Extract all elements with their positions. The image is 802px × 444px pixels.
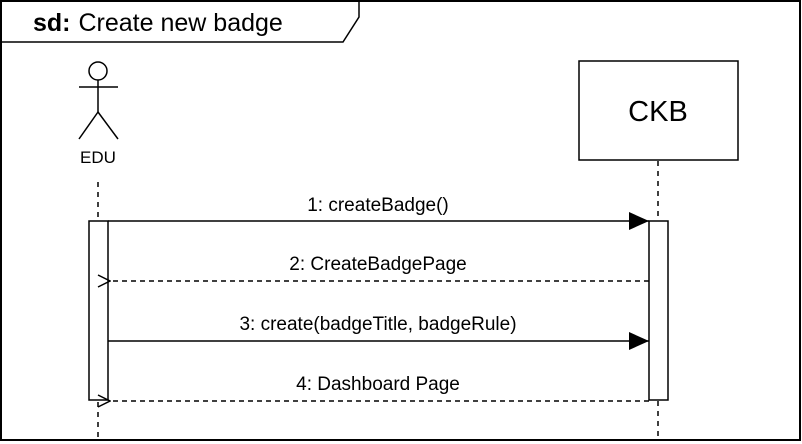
message-3-label: 3: create(badgeTitle, badgeRule)	[239, 314, 516, 335]
object-label: CKB	[628, 96, 688, 128]
object-box-ckb	[578, 60, 739, 161]
message-2-label: 2: CreateBadgePage	[289, 254, 466, 275]
actor-label: EDU	[80, 148, 116, 167]
stick-figure-actor-icon	[88, 61, 108, 81]
activation-bar-edu	[88, 220, 109, 401]
frame-keyword: sd:	[33, 9, 71, 37]
activation-bar-ckb	[648, 220, 669, 401]
frame-title-tab	[1, 1, 360, 43]
frame-title: sd: Create new badge	[33, 9, 283, 37]
actor-edu	[78, 61, 119, 140]
message-1-label: 1: createBadge()	[307, 195, 449, 216]
message-4-label: 4: Dashboard Page	[296, 374, 460, 395]
frame-title-text: Create new badge	[79, 9, 283, 37]
